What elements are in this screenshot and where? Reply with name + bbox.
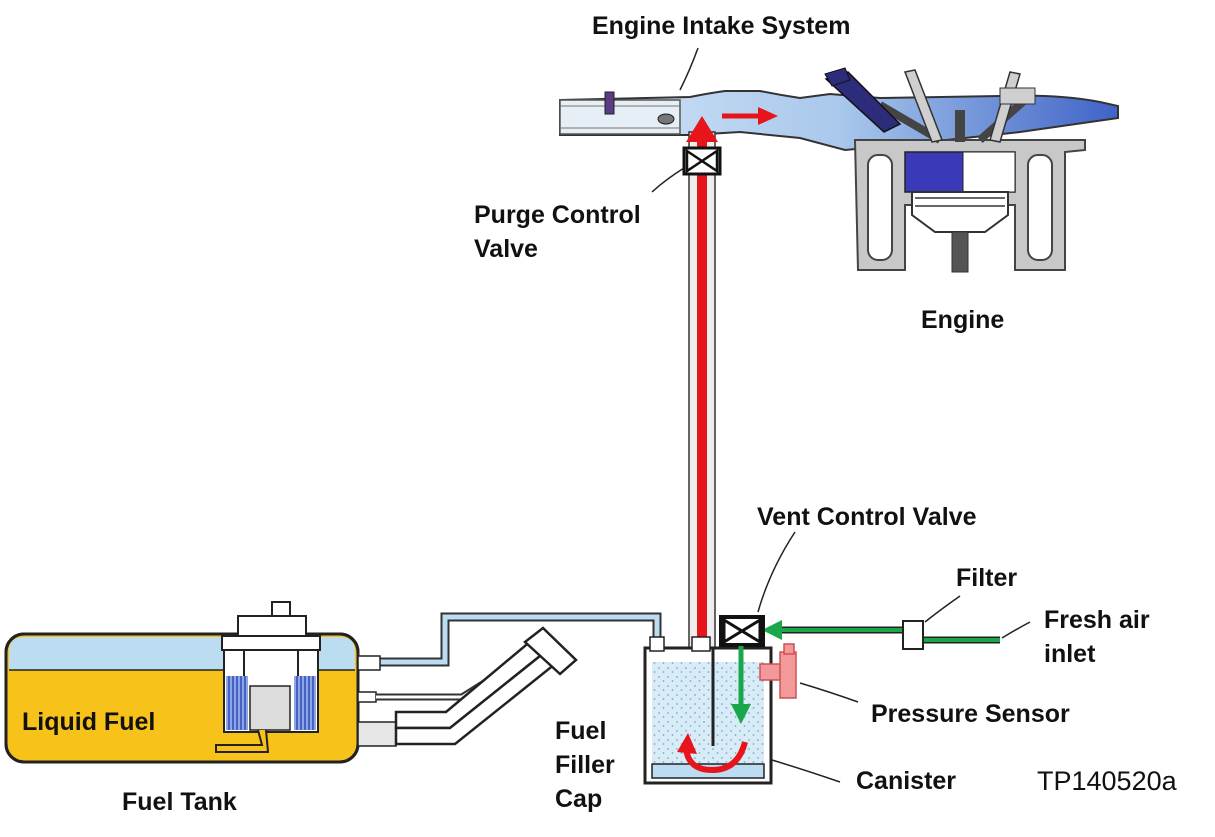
figure-code: TP140520a: [1037, 766, 1177, 796]
vent-control-valve: [719, 615, 765, 647]
pressure-sensor: [759, 643, 797, 699]
filler-neck: [394, 626, 578, 746]
label-fresh-air-inlet-line1: Fresh air: [1044, 606, 1150, 634]
label-fuel-filler-cap-line1: Fuel: [555, 717, 607, 745]
label-fuel-filler-cap: Fuel Filler Cap: [555, 714, 615, 816]
label-fuel-filler-cap-line2: Filler: [555, 751, 615, 779]
label-liquid-fuel: Liquid Fuel: [22, 708, 156, 736]
canister: [643, 636, 773, 785]
fresh-air-line: [762, 620, 1000, 644]
label-purge-control-valve-line2: Valve: [474, 235, 538, 263]
label-canister: Canister: [856, 767, 957, 795]
label-purge-control-valve-line1: Purge Control: [474, 201, 641, 229]
filter: [902, 620, 924, 650]
leader-filter: [924, 595, 961, 623]
label-vent-control-valve: Vent Control Valve: [757, 503, 977, 531]
label-fuel-filler-cap-line3: Cap: [555, 785, 603, 813]
intake-manifold: [559, 90, 1119, 152]
leader-canister: [771, 759, 841, 783]
label-engine: Engine: [921, 306, 1005, 334]
purge-control-valve: [682, 146, 722, 176]
leader-vent-valve: [757, 531, 796, 613]
vapor-line: [378, 612, 662, 667]
label-fresh-air-inlet-line2: inlet: [1044, 640, 1096, 668]
label-pressure-sensor: Pressure Sensor: [871, 700, 1070, 728]
label-engine-intake-system: Engine Intake System: [592, 12, 851, 40]
leader-fresh-air: [1001, 621, 1031, 639]
label-purge-control-valve: Purge Control Valve: [474, 198, 641, 266]
leader-engine-intake: [679, 47, 699, 91]
engine-block: [824, 67, 1086, 273]
fresh-air-down-arrow: [731, 646, 751, 724]
leader-purge-valve: [651, 167, 685, 193]
label-filter: Filter: [956, 564, 1018, 592]
fuel-pump-module: [215, 601, 321, 753]
leader-lines: [651, 47, 1031, 783]
label-fresh-air-inlet: Fresh air inlet: [1044, 603, 1150, 671]
purge-line: [686, 116, 718, 700]
label-fuel-tank: Fuel Tank: [122, 788, 237, 816]
canister-flow-arrow: [677, 733, 748, 774]
intake-flow-arrow: [722, 107, 778, 125]
leader-pressure-sensor: [799, 682, 859, 703]
